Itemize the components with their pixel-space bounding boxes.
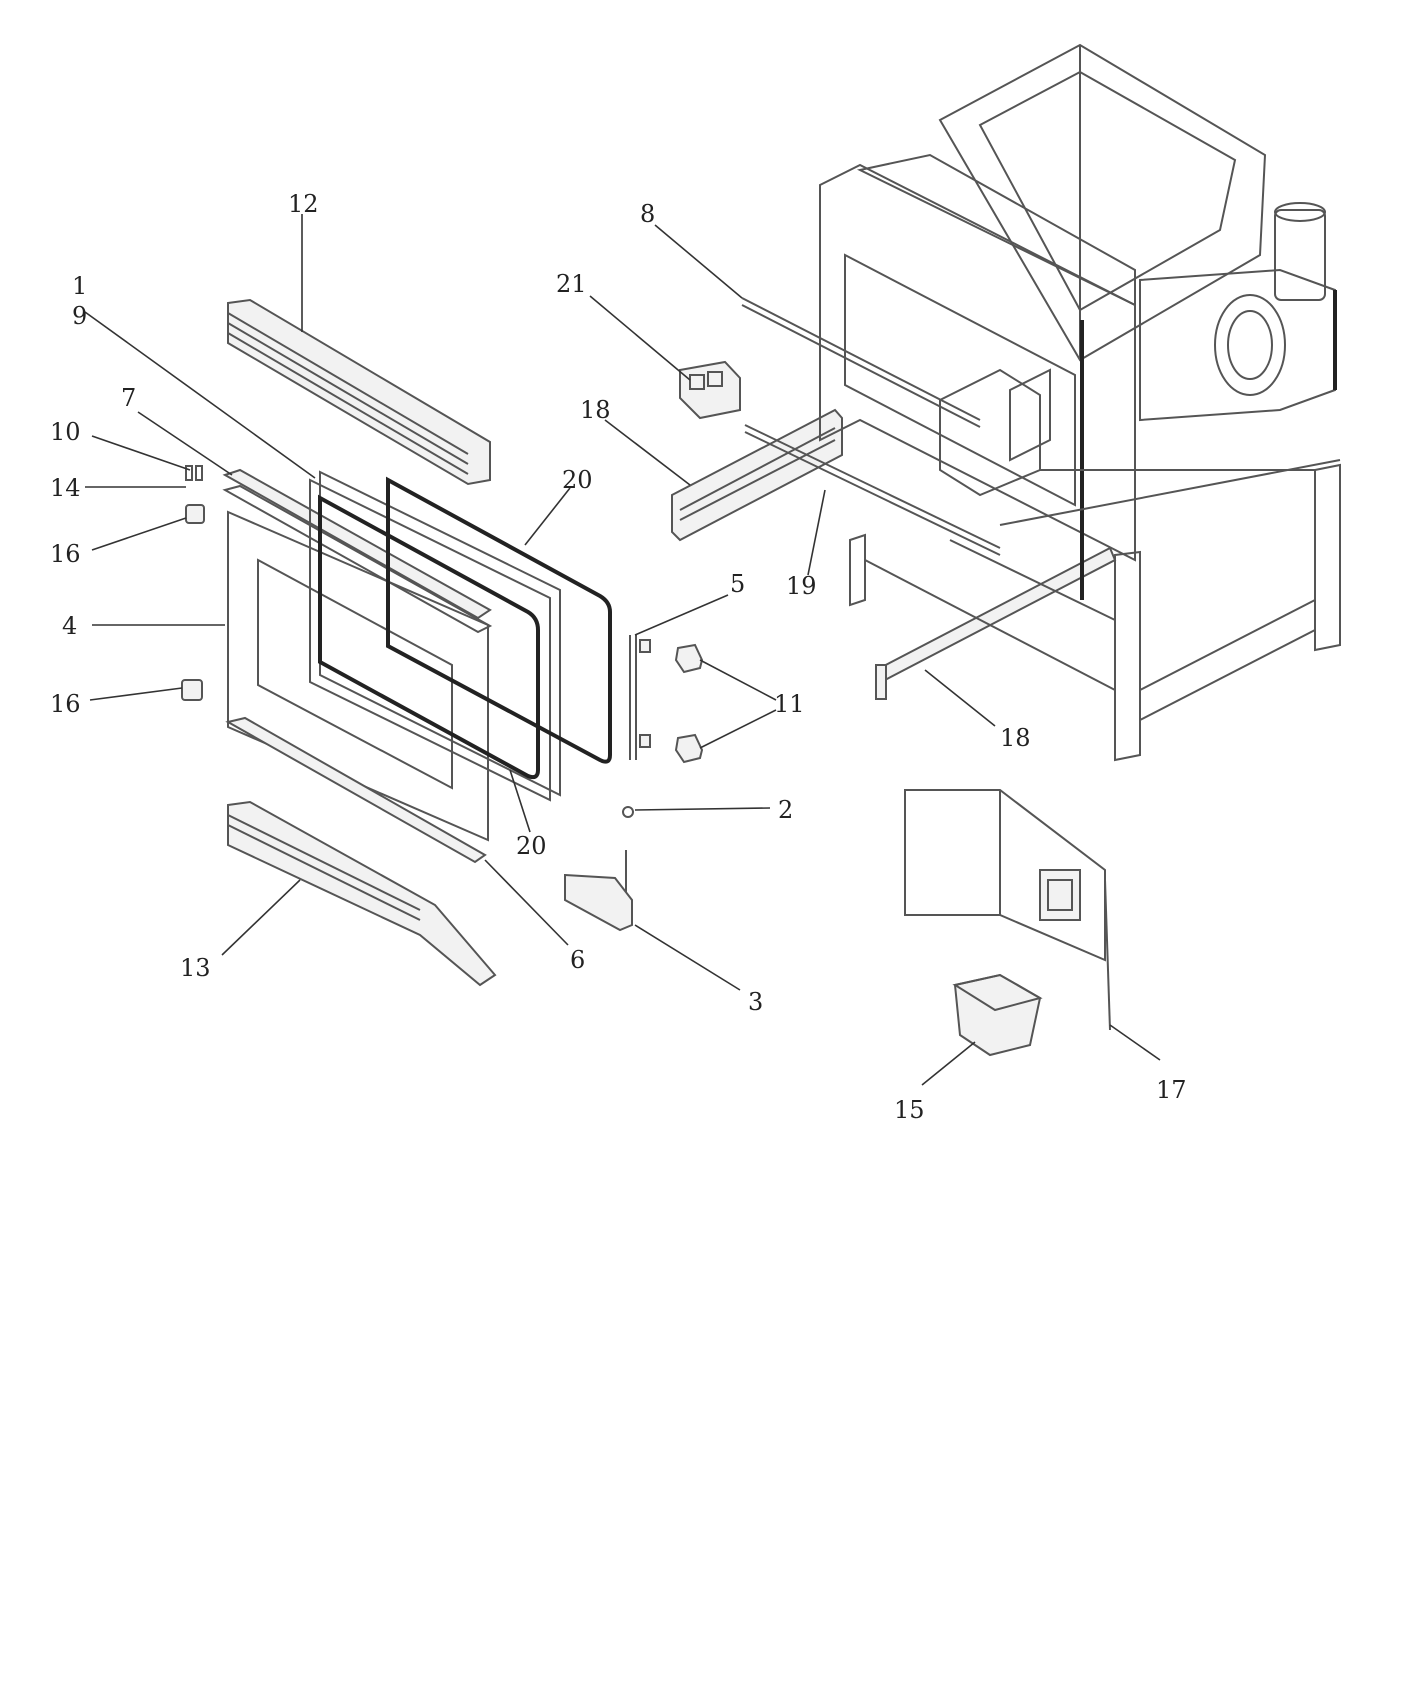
callout-14: 14 bbox=[50, 474, 81, 502]
callout-13: 13 bbox=[180, 954, 211, 982]
part-screws-and-clips bbox=[181, 465, 205, 701]
part-hinge-brackets bbox=[674, 643, 704, 764]
callout-labels: 12 1 9 7 10 14 16 4 16 20 20 13 6 8 21 1… bbox=[50, 190, 1187, 1124]
callout-18: 18 bbox=[1000, 724, 1031, 752]
callout-12: 12 bbox=[288, 190, 319, 218]
callout-1: 1 bbox=[72, 272, 87, 300]
callout-17: 17 bbox=[1156, 1076, 1187, 1104]
part-side-panel bbox=[904, 789, 1111, 1031]
part-machine-body bbox=[819, 43, 1341, 762]
callout-2: 2 bbox=[778, 796, 793, 824]
callout-5: 5 bbox=[730, 570, 745, 598]
part-door-gaskets bbox=[318, 476, 612, 780]
part-bottom-trim-rail bbox=[227, 800, 497, 987]
callout-9: 9 bbox=[72, 302, 87, 330]
callout-20: 20 bbox=[562, 466, 593, 494]
part-door-frame bbox=[309, 470, 561, 802]
callout-8: 8 bbox=[640, 200, 655, 228]
part-bottom-hinge-bar bbox=[225, 716, 487, 864]
callout-21: 21 bbox=[556, 270, 587, 298]
leader-lines bbox=[84, 214, 1161, 1086]
part-ash-pan bbox=[952, 973, 1043, 1057]
callout-11: 11 bbox=[774, 690, 805, 718]
part-hinge-assembly bbox=[564, 635, 651, 932]
callout-4: 4 bbox=[62, 612, 77, 640]
callout-20: 20 bbox=[516, 832, 547, 860]
callout-7: 7 bbox=[121, 384, 136, 412]
callout-15: 15 bbox=[894, 1096, 925, 1124]
callout-16: 16 bbox=[50, 690, 81, 718]
callout-18: 18 bbox=[580, 396, 611, 424]
part-top-trim-rail bbox=[227, 298, 491, 486]
part-latch-block bbox=[679, 360, 741, 420]
callout-19: 19 bbox=[786, 572, 817, 600]
callout-3: 3 bbox=[748, 988, 763, 1016]
callout-10: 10 bbox=[50, 418, 81, 446]
callout-16: 16 bbox=[50, 540, 81, 568]
callout-6: 6 bbox=[570, 946, 585, 974]
